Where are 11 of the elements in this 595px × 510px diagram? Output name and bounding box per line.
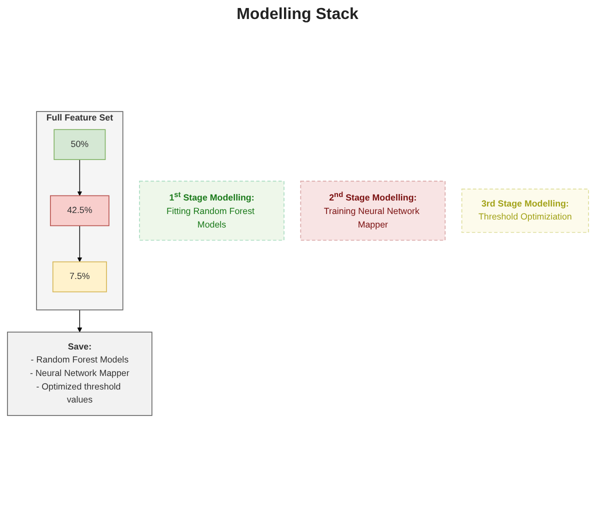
node-box: 42.5% (49, 195, 109, 226)
arrow (76, 310, 82, 332)
arrow (76, 159, 82, 196)
node-box: 7.5% (52, 261, 106, 292)
node-box: 2$^{nd}$ Stage Modelling: Training Neural Network Mapper (300, 180, 446, 241)
node-box: Save: - Random Forest Models - Neural Network Mapper - Optimized threshold values (6, 332, 152, 416)
node-box: 50% (53, 129, 106, 160)
node-box: 1$^{st}$ Stage Modelling: Fitting Random Forest Models (138, 180, 284, 241)
node-box: 3rd Stage Modelling: Threshold Optimiziation (460, 188, 588, 233)
arrow (76, 225, 82, 262)
section-heading: Modelling Stack (236, 6, 358, 24)
